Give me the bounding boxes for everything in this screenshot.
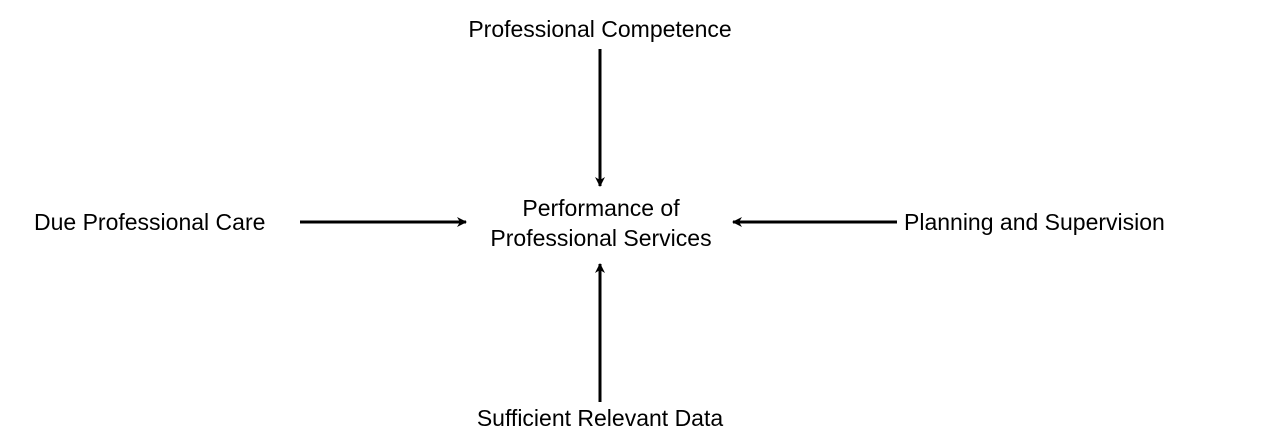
node-performance-line-2: Professional Services <box>490 225 711 251</box>
node-due-professional-care: Due Professional Care <box>34 209 265 235</box>
node-planning-and-supervision: Planning and Supervision <box>904 209 1165 235</box>
node-professional-competence: Professional Competence <box>468 16 731 42</box>
node-performance-line-1: Performance of <box>522 195 680 221</box>
node-sufficient-relevant-data: Sufficient Relevant Data <box>477 405 724 431</box>
